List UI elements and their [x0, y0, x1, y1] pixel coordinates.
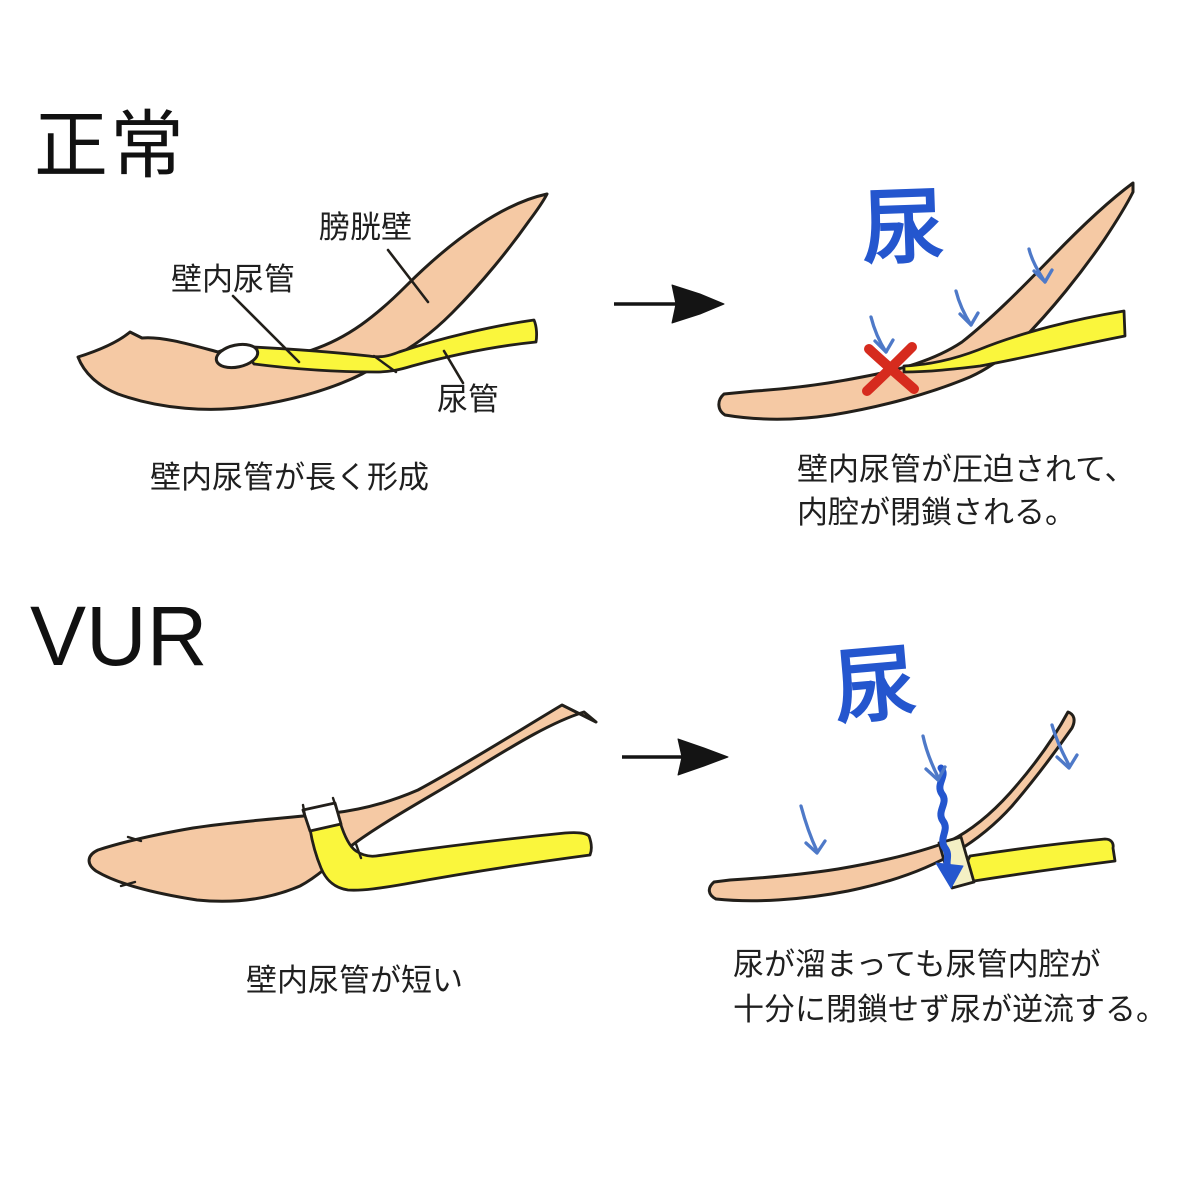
ureter-elbow-notch	[354, 842, 363, 860]
normal-after-caption-line1: 壁内尿管が圧迫されて、	[797, 452, 1136, 487]
urine-flow-arrow-icon	[799, 804, 827, 855]
wall-nick-mark	[119, 880, 137, 888]
vur-before-caption: 壁内尿管が短い	[246, 963, 463, 998]
urine-flow-arrow-icon	[921, 734, 947, 782]
section-title-normal: 正常	[34, 104, 186, 187]
normal-before-caption: 壁内尿管が長く形成	[150, 460, 429, 495]
urine-flow-arrow-icon	[954, 289, 980, 327]
label-pointer-line	[386, 248, 430, 304]
vur-before-figure	[87, 703, 598, 903]
ureter-label: 尿管	[437, 382, 499, 417]
intramural-ureter-label: 壁内尿管	[171, 262, 295, 297]
gap-corner-tick	[301, 803, 307, 818]
normal-after-figure	[717, 181, 1135, 421]
bladder-wall-shape	[76, 192, 549, 411]
urine-label: 尿	[860, 181, 946, 276]
transition-arrow-icon	[622, 738, 729, 776]
bladder-wall-shape	[87, 703, 598, 903]
vur-after-caption-line2: 十分に閉鎖せず尿が逆流する。	[733, 992, 1167, 1027]
vur-after-figure	[707, 710, 1117, 903]
bladder-wall-shape	[707, 710, 1076, 903]
urine-flow-arrow-icon	[1050, 723, 1079, 770]
wall-edge-over-ureter-line	[372, 354, 398, 374]
ureter-shape	[308, 820, 593, 892]
reflux-squiggle-arrow-icon	[935, 764, 964, 889]
normal-before-figure	[76, 192, 549, 411]
wall-nick-mark	[126, 835, 143, 843]
ureteral-orifice-shape	[214, 342, 260, 370]
gap-corner-tick	[331, 796, 339, 812]
compressed-ureter-shape	[902, 309, 1127, 374]
blocked-x-icon	[862, 342, 919, 396]
bladder-wall-label: 膀胱壁	[319, 210, 412, 245]
vur-after-caption-line1: 尿が溜まっても尿管内腔が	[733, 947, 1101, 982]
urine-label: 尿	[830, 637, 920, 736]
normal-after-caption-line2: 内腔が閉鎖される。	[797, 495, 1076, 530]
section-title-vur: VUR	[30, 589, 208, 683]
label-pointer-line	[231, 294, 301, 364]
urine-flow-arrow-icon	[869, 315, 895, 354]
transition-arrow-icon	[614, 284, 725, 324]
ureter-shape	[964, 837, 1117, 883]
label-pointer-line	[442, 349, 465, 385]
short-intramural-gap-shape	[301, 801, 343, 833]
urine-flow-arrow-icon	[1027, 247, 1054, 284]
